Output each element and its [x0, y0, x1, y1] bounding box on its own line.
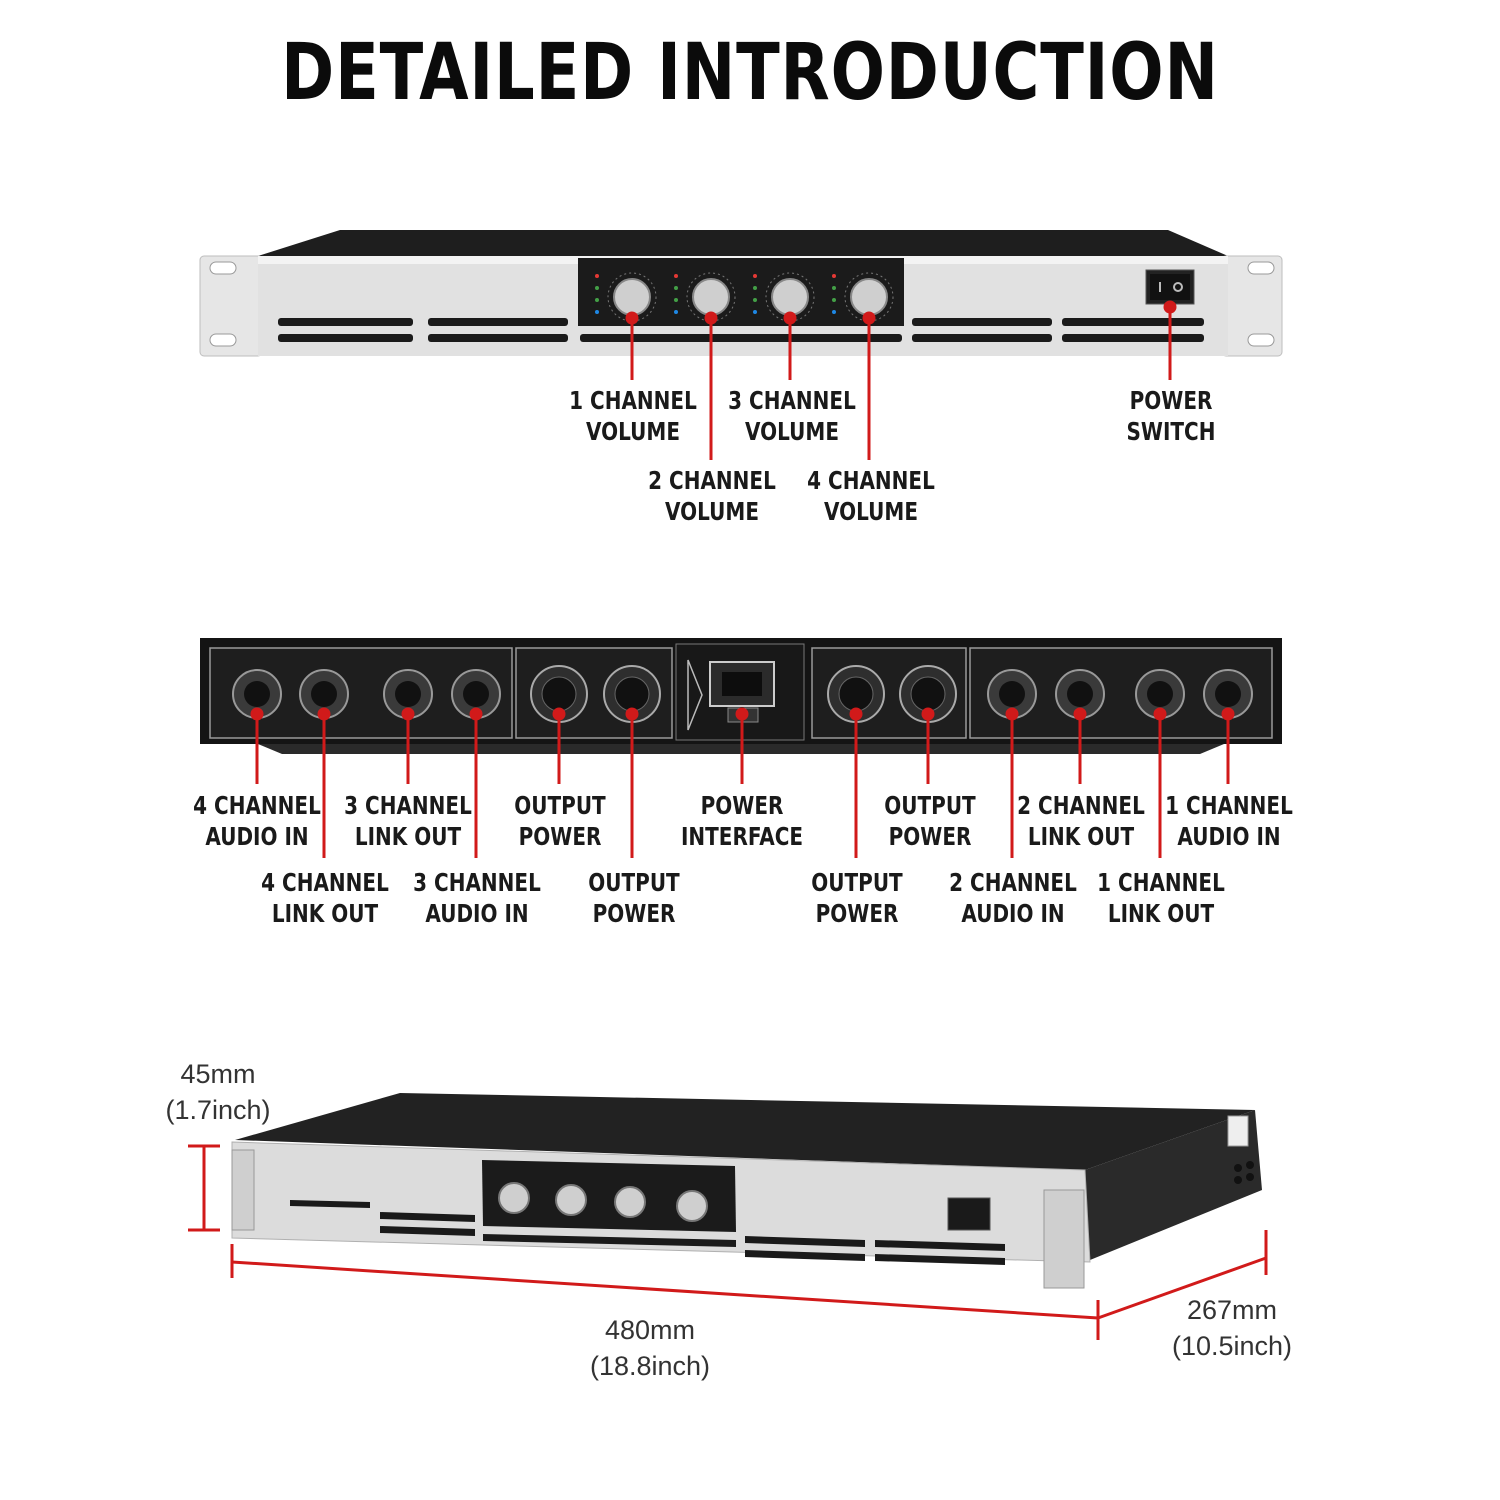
- dimension-width: 480mm(18.8inch): [589, 1315, 711, 1381]
- dimension-depth: 267mm(10.5inch): [1171, 1295, 1293, 1361]
- dimension-height: 45mm(1.7inch): [165, 1059, 271, 1125]
- dimension-lines: [188, 1144, 1268, 1340]
- front-callout-lines: [625, 300, 1177, 460]
- perspective-knobs: [498, 1182, 708, 1222]
- power-inlet-icon: [687, 659, 775, 731]
- perspective-device: [231, 1093, 1262, 1289]
- page-title: DETAILED INTRODUCTION: [281, 28, 1219, 118]
- front-panel-device: [199, 230, 1283, 357]
- rear-panel-device: [200, 638, 1282, 754]
- power-switch-icon: [1145, 269, 1195, 305]
- rear-callout-lines: [250, 707, 1235, 858]
- front-leds: [595, 274, 836, 314]
- front-volume-knobs: [607, 272, 894, 322]
- speakon-connectors: [530, 665, 957, 723]
- xlr-connectors: [232, 669, 1253, 719]
